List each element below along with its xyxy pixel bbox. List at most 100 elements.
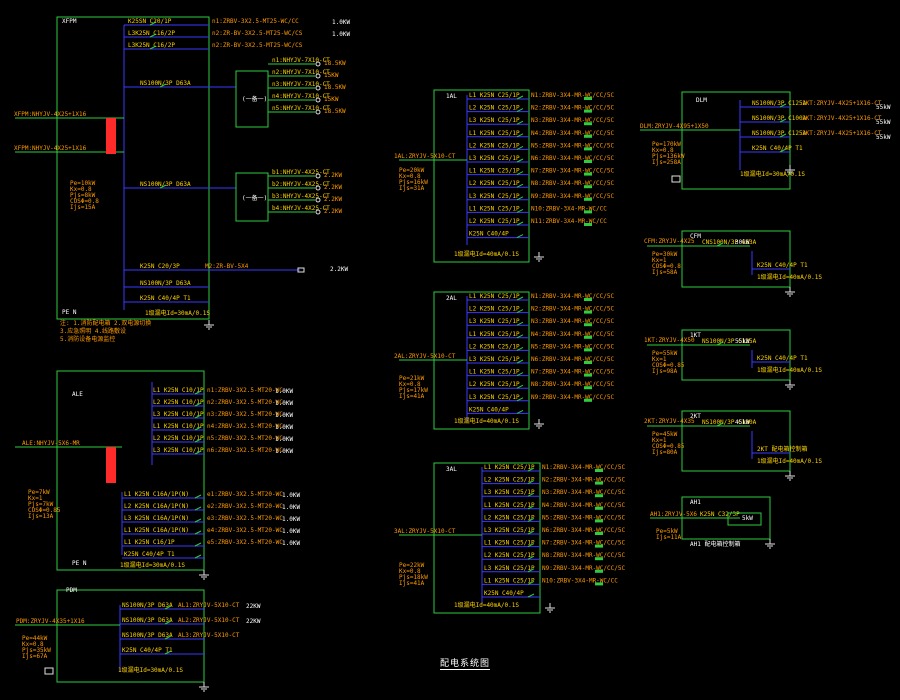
socket-mark bbox=[584, 298, 592, 301]
motor-icon bbox=[315, 209, 321, 215]
breaker-symbol bbox=[516, 120, 524, 125]
breaker-symbol bbox=[194, 438, 202, 443]
panel-label: XFPM bbox=[62, 18, 77, 25]
motor-icon bbox=[315, 173, 321, 179]
breaker-symbol bbox=[527, 467, 535, 472]
circuit-breaker-label: L2 K25N C25/1P bbox=[484, 514, 535, 521]
feeder-label: AL2:ZRYJV-5X10-CT bbox=[178, 617, 240, 624]
motor-icon bbox=[315, 109, 321, 115]
fan-feeder: b1:NHYJV-4X25-CT bbox=[272, 169, 330, 176]
calc-line: Pjs=8kW bbox=[70, 192, 96, 199]
panel-label: 3AL bbox=[446, 466, 457, 473]
calc-line: Pjs=17kW bbox=[399, 387, 428, 394]
panel-3al bbox=[433, 462, 541, 614]
diagram-title: 配电系统图 bbox=[440, 656, 491, 670]
feeder-label: N5:ZRBV-3X4-MR-WC/CC/5C bbox=[542, 514, 625, 521]
circuit-breaker-label: L2 K25N C25/1P bbox=[484, 552, 535, 559]
fan-feeder: b4:NHYJV-4X25-CT bbox=[272, 205, 330, 212]
circuit-breaker-label: L1 K25N C25/1P bbox=[469, 331, 520, 338]
circuit-breaker-label: K25N C32/3P bbox=[700, 511, 740, 518]
breaker-symbol bbox=[716, 341, 724, 346]
calc-line: Ijs=80A bbox=[652, 449, 678, 456]
panel-cfm bbox=[681, 230, 791, 288]
socket-mark bbox=[595, 469, 603, 472]
incoming-label: 2AL:ZRYJV-5X10-CT bbox=[394, 353, 456, 360]
feeder-label: 2KT:ZRYJV-4X25+1X16-CT bbox=[802, 115, 882, 122]
circuit-breaker-label: K25N C40/4P T1 bbox=[122, 647, 173, 654]
circuit-breaker-label: L3 K25N C25/1P bbox=[469, 356, 520, 363]
circuit-breaker-label: L3K25N C16/2P bbox=[128, 30, 175, 37]
calc-line: Kx=0.8 bbox=[399, 568, 421, 575]
circuit-breaker-label: K25N C40/4P T1 bbox=[757, 262, 808, 269]
circuit-breaker-label: L2 K25N C10/1P bbox=[153, 435, 204, 442]
rating-label: 1.0KW bbox=[275, 448, 293, 455]
circuit-breaker-label: NS100N/3P D63A bbox=[140, 80, 191, 87]
breaker-symbol bbox=[527, 492, 535, 497]
breaker-symbol bbox=[149, 45, 157, 50]
circuit-breaker-label: L3 K25N C25/1P bbox=[469, 155, 520, 162]
breaker-symbol bbox=[194, 518, 202, 523]
rating-label: 1.0KW bbox=[275, 400, 293, 407]
circuit-breaker-label: L1 K25N C16A/1P(N) bbox=[124, 491, 189, 498]
incoming-label: 1KT:ZRYJV-4X50 bbox=[644, 337, 695, 344]
incoming-label: ALE:NHYJV-5X6-MR bbox=[22, 440, 80, 447]
circuit-breaker-label: L1 K25N C25/1P bbox=[484, 502, 535, 509]
breaker-symbol bbox=[716, 242, 724, 247]
breaker-symbol bbox=[527, 593, 535, 598]
breaker-symbol bbox=[516, 309, 524, 314]
calc-line: Pe=45kW bbox=[652, 431, 678, 438]
panel-1al bbox=[433, 89, 530, 263]
socket-mark bbox=[584, 348, 592, 352]
breaker-symbol bbox=[194, 450, 202, 455]
socket-mark bbox=[584, 323, 592, 327]
breaker-symbol bbox=[779, 148, 787, 153]
feeder-label: n5:ZRBV-3X2.5-MT20-WC bbox=[207, 435, 283, 442]
circuit-breaker-label: L1 K25N C25/1P bbox=[484, 540, 535, 547]
socket-mark bbox=[595, 532, 603, 535]
breaker-symbol bbox=[516, 158, 524, 163]
circuit-breaker-label: NS100N/3P D63A bbox=[122, 602, 173, 609]
circuit-breaker-label: L3 K25N C25/1P bbox=[484, 489, 535, 496]
circuit-breaker-label: 2KT 配电箱控制箱 bbox=[757, 445, 807, 453]
motor-rating: 2.2KW bbox=[324, 208, 342, 215]
fire-controller bbox=[235, 172, 269, 222]
feeder-label: N9:ZRBV-3X4-MR-WC/CC/5C bbox=[531, 193, 614, 200]
feeder-label: N4:ZRBV-3X4-MR-WC/CC/5C bbox=[531, 130, 614, 137]
load-symbol bbox=[297, 267, 305, 273]
note-text: 3.应急照明 4.线路敷设 bbox=[60, 327, 126, 335]
leakage-note: 1级漏电Id=40mA/0.1S bbox=[454, 601, 519, 609]
circuit-breaker-label: L2 K25N C25/1P bbox=[469, 180, 520, 187]
panel-caption: AH1 配电箱控制箱 bbox=[690, 540, 740, 548]
calc-line: Pjs=136kW bbox=[652, 153, 685, 160]
rating-label: 1.0KW bbox=[332, 19, 350, 26]
breaker-symbol bbox=[516, 334, 524, 339]
circuit-breaker-label: L1 K25N C16A/1P(N) bbox=[124, 527, 189, 534]
calc-line: Pe=22kW bbox=[399, 562, 425, 569]
leakage-note: 1级漏电Id=40mA/0.1S bbox=[757, 273, 822, 281]
socket-mark bbox=[595, 506, 603, 510]
feeder-label: n3:ZRBV-3X2.5-MT20-WC bbox=[207, 411, 283, 418]
panel-label: CFM bbox=[690, 233, 701, 240]
feeder-label: N6:ZRBV-3X4-MR-WC/CC/5C bbox=[531, 155, 614, 162]
breaker-symbol bbox=[516, 95, 524, 100]
breaker-symbol bbox=[516, 372, 524, 377]
calc-line: Pjs=16kW bbox=[399, 179, 428, 186]
rating-label: 45kW bbox=[735, 419, 750, 426]
feeder-label: e4:ZRBV-3X2.5-MT20-WC bbox=[207, 527, 283, 534]
socket-mark bbox=[595, 544, 603, 548]
rating-label: 55kW bbox=[876, 134, 891, 141]
feeder-label: N10:ZRBV-3X4-MR-WC/CC bbox=[542, 577, 618, 584]
calc-line: Pjs=35kW bbox=[22, 647, 51, 654]
load-box bbox=[727, 512, 762, 526]
breaker-symbol bbox=[516, 108, 524, 113]
breaker-symbol bbox=[527, 555, 535, 560]
rating-label: 1.0KW bbox=[282, 540, 300, 547]
circuit-breaker-label: L1 K25N C25/1P bbox=[469, 130, 520, 137]
feeder-label: N3:ZRBV-3X4-MR-WC/CC/5C bbox=[542, 489, 625, 496]
breaker-symbol bbox=[779, 103, 787, 108]
socket-mark bbox=[584, 147, 592, 151]
feeder-label: e1:ZRBV-3X2.5-MT20-WC bbox=[207, 491, 283, 498]
breaker-symbol bbox=[527, 505, 535, 510]
circuit-breaker-label: NS100N/3P C125A bbox=[752, 130, 807, 137]
